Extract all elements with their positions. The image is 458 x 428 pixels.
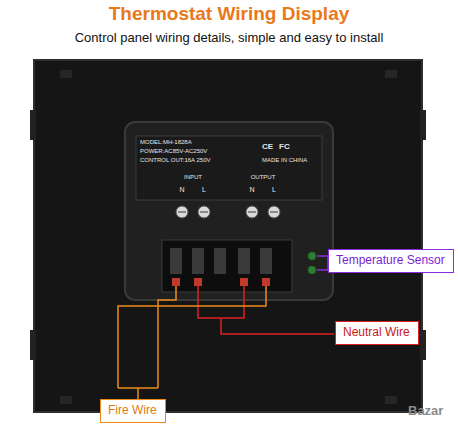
callout-label: Fire Wire bbox=[108, 403, 158, 417]
mount-clip bbox=[60, 70, 72, 78]
device-marking: CE bbox=[262, 142, 273, 151]
callout-box: Temperature Sensor bbox=[328, 249, 454, 273]
mount-clip bbox=[420, 110, 426, 140]
screw-slots bbox=[178, 211, 278, 212]
device-marking: CONTROL OUT:16A 250V bbox=[140, 157, 210, 164]
label-plate bbox=[136, 136, 322, 200]
subtitle: Control panel wiring details, simple and… bbox=[75, 31, 384, 46]
sensor-terminals bbox=[308, 252, 316, 274]
device-marking: N bbox=[249, 186, 254, 194]
device-marking: N bbox=[179, 186, 184, 194]
callout-label: Neutral Wire bbox=[343, 325, 411, 339]
back-module bbox=[125, 122, 333, 300]
watermark: Bazar bbox=[408, 404, 443, 419]
device-marking: POWER:AC85V-AC250V bbox=[140, 148, 207, 155]
device-housing bbox=[34, 60, 422, 412]
device-marking: INPUT bbox=[184, 174, 202, 181]
page-title: Thermostat Wiring Display bbox=[109, 3, 350, 25]
device-marking: MODEL:MH-1828A bbox=[140, 139, 192, 146]
device-marking: L bbox=[202, 186, 206, 194]
terminal-markers bbox=[172, 278, 270, 286]
mount-clip bbox=[30, 330, 36, 360]
callout-box: Neutral Wire bbox=[335, 321, 419, 345]
callout-box: Fire Wire bbox=[100, 399, 166, 423]
mount-clip bbox=[385, 70, 397, 78]
device-marking: OUTPUT bbox=[251, 174, 276, 181]
mount-clip bbox=[385, 396, 397, 404]
mount-clip bbox=[30, 110, 36, 140]
terminal-slots bbox=[170, 248, 272, 274]
device-marking: FC bbox=[279, 142, 290, 151]
callout-label: Temperature Sensor bbox=[336, 253, 446, 267]
device-marking: L bbox=[272, 186, 276, 194]
mount-clip bbox=[420, 330, 426, 360]
fire-leader bbox=[118, 286, 266, 402]
mount-clip bbox=[60, 396, 72, 404]
device-marking: MADE IN CHINA bbox=[262, 157, 307, 164]
terminal-screws bbox=[176, 206, 280, 218]
terminal-block bbox=[162, 240, 292, 292]
